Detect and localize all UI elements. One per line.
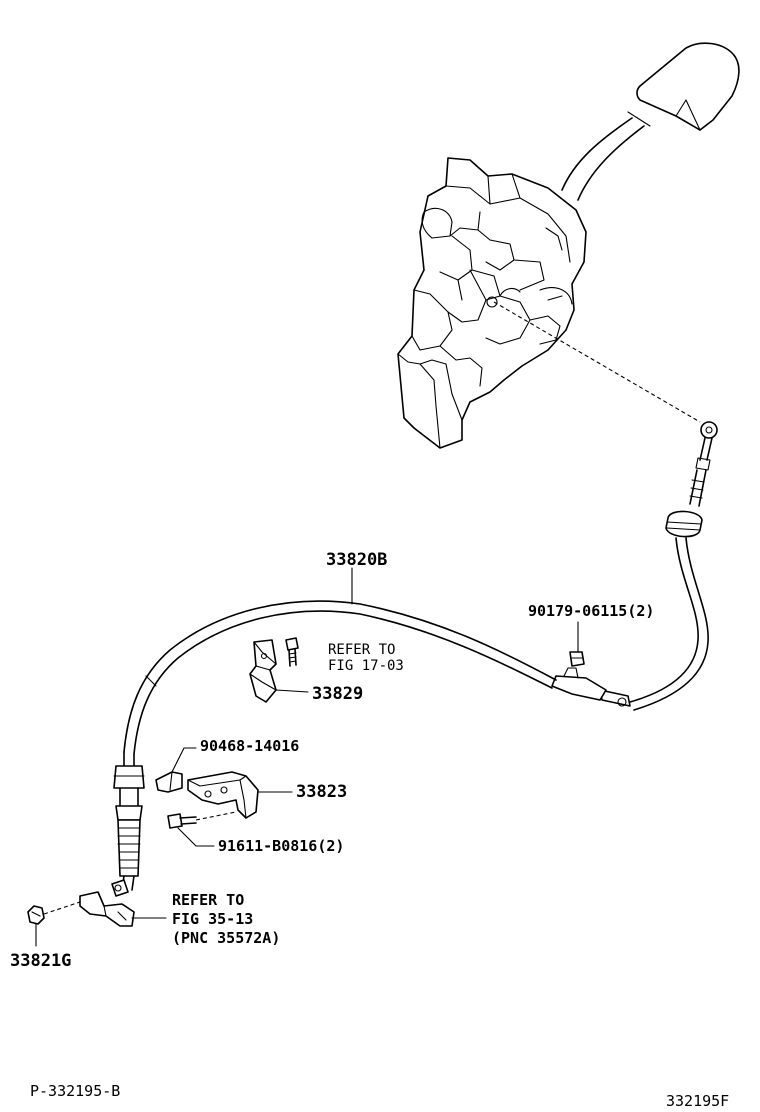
footer-page-code: P-332195-B <box>30 1082 120 1100</box>
label-33821G: 33821G <box>10 951 71 971</box>
shift-lever-assembly[interactable] <box>397 42 740 449</box>
label-refer-to-35: REFER TO <box>172 891 244 909</box>
label-91611-B0816: 91611-B0816(2) <box>218 837 344 855</box>
label-fig-35-13: FIG 35-13 <box>172 910 253 928</box>
shift-cable-assembly[interactable] <box>111 421 718 897</box>
leader-33829 <box>275 689 309 693</box>
leader-90468 <box>171 747 197 773</box>
cable-boot-upper <box>113 765 145 789</box>
label-pnc-35572A: (PNC 35572A) <box>172 929 280 947</box>
label-fig-17-03: FIG 17-03 <box>328 658 404 674</box>
shift-lever-housing <box>397 157 587 449</box>
cable-boot-corrugated <box>117 819 141 877</box>
retainer-33821G[interactable] <box>27 905 45 925</box>
shift-knob[interactable] <box>636 42 740 131</box>
label-33829: 33829 <box>312 684 363 704</box>
lever-to-cable-leader <box>493 301 701 423</box>
bolt-to-bracket-leader <box>195 811 237 821</box>
label-90179-06115: 90179-06115(2) <box>528 602 654 620</box>
main-cable-outer <box>123 600 557 753</box>
retainer-leader-dashed <box>43 901 81 915</box>
footer-figure-code: 332195F <box>666 1092 729 1110</box>
label-refer-to-17: REFER TO <box>328 642 395 658</box>
label-90468-14016: 90468-14016 <box>200 737 299 755</box>
clip-90179[interactable] <box>569 651 585 667</box>
bolt-91611[interactable] <box>167 813 197 829</box>
cable-end-ball[interactable] <box>700 421 718 439</box>
leader-91611 <box>177 827 215 847</box>
pin-clip-90468[interactable] <box>155 771 183 793</box>
bracket-33823[interactable] <box>187 771 259 819</box>
shift-lever-rod <box>561 117 645 201</box>
main-cable-inner <box>133 610 553 755</box>
bracket-33829[interactable] <box>249 639 277 703</box>
bolt-refer-17-03[interactable] <box>285 637 299 667</box>
cable-clip-bracket <box>551 675 607 701</box>
label-33820B: 33820B <box>326 550 387 570</box>
label-33823: 33823 <box>296 782 347 802</box>
cable-bracket-lower[interactable] <box>79 891 135 927</box>
